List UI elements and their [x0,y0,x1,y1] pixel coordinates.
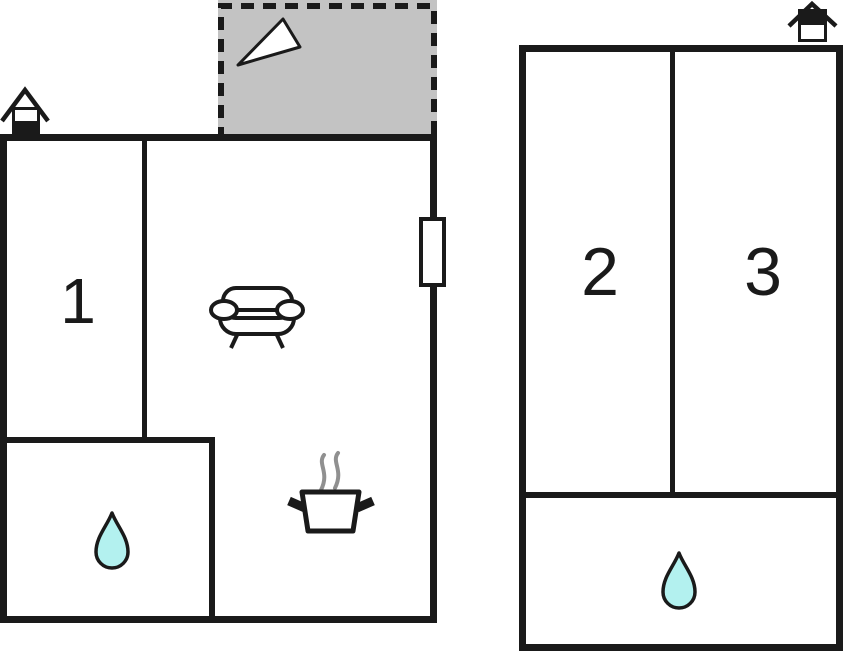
sofa-icon [209,286,305,349]
interior-wall-bathroom-top [7,437,215,443]
room-1-label: 1 [60,265,96,337]
chimney-icon [0,86,50,135]
terrace [218,0,437,140]
main-house-outline [0,134,437,623]
room-3-label: 3 [744,234,782,310]
cooking-pot-icon [287,451,375,534]
window-icon [419,217,446,287]
terrace-area [218,0,437,140]
north-arrow-icon [236,17,302,67]
water-drop-icon [661,551,697,610]
interior-wall-annex-bathroom [526,492,836,498]
interior-wall-bathroom-right [209,437,215,616]
room-2-label: 2 [581,234,619,310]
interior-wall-room2-room3 [670,52,675,493]
chimney-icon [787,0,838,42]
water-drop-icon [94,511,130,570]
terrace-dashed-border [218,3,437,140]
interior-wall-room1 [142,141,147,443]
annex-outline [519,45,843,651]
